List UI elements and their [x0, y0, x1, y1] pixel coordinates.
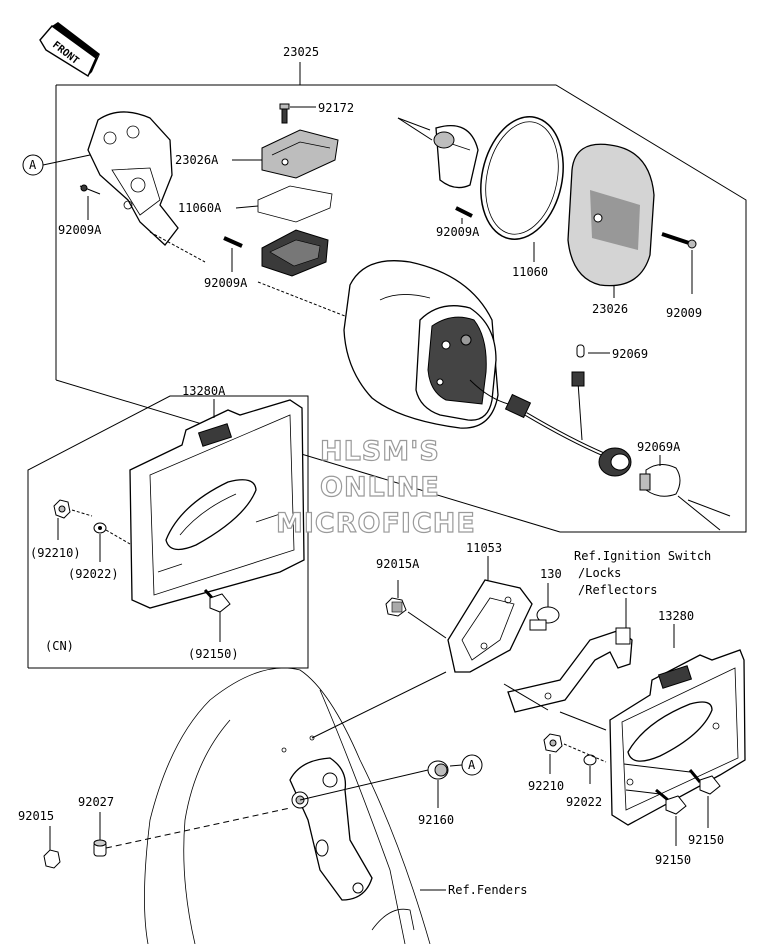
tail-lamp-housing [343, 260, 499, 429]
screw-92009A-left [79, 184, 101, 220]
label-92022: 92022 [566, 795, 602, 809]
label-cn: (CN) [45, 639, 74, 653]
nut-92015A [385, 580, 407, 617]
label-23026: 23026 [592, 302, 628, 316]
label-23025: 23025 [283, 45, 319, 59]
bolt-92150-a [688, 769, 721, 828]
label-92015A: 92015A [376, 557, 420, 571]
bulb-92069A [639, 464, 681, 497]
label-92015: 92015 [18, 809, 54, 823]
label-92160: 92160 [418, 813, 454, 827]
callout-a-top: A [22, 154, 91, 176]
gasket-11060A [257, 185, 333, 223]
callout-a-label: A [29, 158, 37, 172]
label-92009: 92009 [666, 306, 702, 320]
assembly-outline [56, 84, 747, 533]
rear-fender [144, 667, 431, 944]
bolt-92150-b [655, 788, 687, 846]
label-ref-fenders: Ref.Fenders [448, 883, 527, 897]
label-130: 130 [540, 567, 562, 581]
license-lamp-housing [261, 229, 329, 277]
label-13280A: 13280A [182, 384, 226, 398]
label-92069A: 92069A [637, 440, 681, 454]
bulb-92069 [571, 344, 585, 387]
label-23026A: 23026A [175, 153, 219, 167]
watermark: HLSM'S ONLINE MICROFICHE [275, 435, 476, 539]
label-11060A: 11060A [178, 201, 222, 215]
ref-ignition-line-2: /Locks [578, 566, 621, 580]
wire-harness [469, 379, 632, 477]
grommet-92160 [427, 760, 449, 808]
label-11060: 11060 [512, 265, 548, 279]
bolt-92150-cn [203, 588, 231, 642]
nut-92210 [543, 733, 563, 774]
bracket-11053 [447, 579, 533, 673]
label-92150-b: 92150 [655, 853, 691, 867]
washer-92022 [583, 754, 597, 784]
watermark-line-3: MICROFICHE [276, 508, 476, 539]
tail-lamp-base [433, 124, 479, 189]
license-bracket-arm [507, 627, 633, 713]
label-92150-cn: (92150) [188, 647, 239, 661]
label-92009A-mid: 92009A [204, 276, 248, 290]
license-lamp-lens [261, 129, 339, 179]
screw-92009A-mid [223, 236, 243, 272]
gasket-11060 [480, 116, 564, 240]
label-92009A-left: 92009A [58, 223, 102, 237]
label-92027: 92027 [78, 795, 114, 809]
callout-a-label-bottom: A [468, 758, 476, 772]
mounting-bracket [87, 111, 179, 246]
watermark-line-2: ONLINE [320, 472, 440, 503]
washer-92022-cn [93, 522, 107, 562]
screw-92009 [661, 232, 697, 294]
label-92150-a: 92150 [688, 833, 724, 847]
watermark-line-1: HLSM'S [320, 436, 440, 467]
grommet-130 [529, 583, 560, 631]
label-92022-cn: (92022) [68, 567, 119, 581]
label-92069: 92069 [612, 347, 648, 361]
label-92210: 92210 [528, 779, 564, 793]
license-plate-bracket [609, 649, 746, 826]
collar-92027 [93, 812, 107, 857]
ref-ignition-line-3: /Reflectors [578, 583, 657, 597]
tail-lamp-lens [567, 143, 655, 287]
label-92172: 92172 [318, 101, 354, 115]
front-arrow-icon: FRONT [39, 22, 100, 78]
screw-92172 [279, 103, 290, 124]
license-plate-bracket-cn [129, 399, 305, 609]
label-11053: 11053 [466, 541, 502, 555]
label-92009A-right: 92009A [436, 225, 480, 239]
label-92210-cn: (92210) [30, 546, 81, 560]
nut-92210-cn [53, 499, 71, 540]
ref-ignition-line-1: Ref.Ignition Switch [574, 549, 711, 563]
screw-92009A-right [455, 206, 473, 224]
callout-a-bottom: A [449, 754, 483, 776]
label-13280: 13280 [658, 609, 694, 623]
cn-box [27, 395, 309, 669]
nut-92015 [43, 826, 61, 869]
